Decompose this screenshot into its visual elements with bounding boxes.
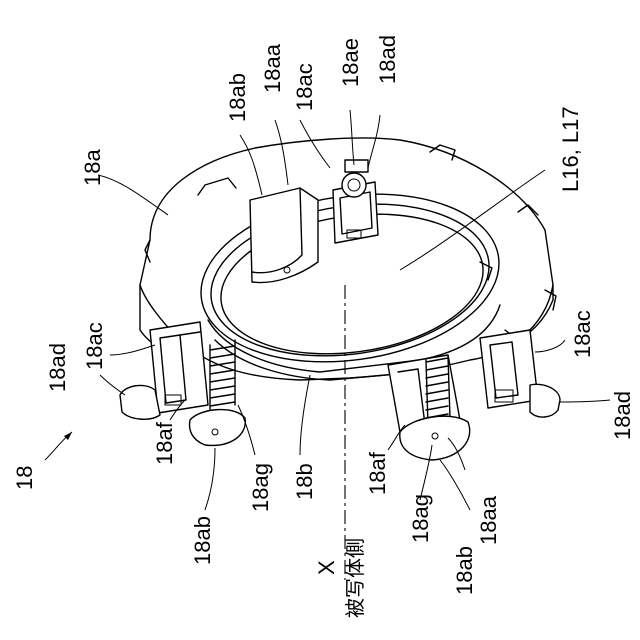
label-18ae-top: 18ae [338,38,363,87]
label-18-main: 18 [12,466,37,490]
label-18ad-top: 18ad [375,35,400,84]
label-18ab-right: 18ab [452,546,477,595]
label-18ag-left: 18ag [248,463,273,512]
label-18ac-left: 18ac [82,322,107,370]
label-18ab-top: 18ab [225,73,250,122]
label-axis-x: X [314,560,339,575]
label-18a: 18a [80,149,105,186]
label-18b: 18b [292,463,317,500]
label-18ad-left: 18ad [45,343,70,392]
label-18ac-top: 18ac [292,63,317,111]
label-18af-left: 18af [152,421,177,465]
right-actuator [388,355,470,460]
magnet-block-top [250,188,318,283]
label-18aa-top: 18aa [260,43,285,93]
label-subject-side: 被写体側 [343,538,367,618]
label-18ag-right: 18ag [408,494,433,543]
label-18ad-right: 18ad [610,391,635,440]
right-sensor-frame [480,330,560,417]
label-lens-ref: L16, L17 [558,106,583,192]
label-18af-right: 18af [365,451,390,495]
label-18aa-right: 18aa [476,495,501,545]
label-18ac-right: 18ac [570,310,595,358]
label-18ab-left: 18ab [190,516,215,565]
